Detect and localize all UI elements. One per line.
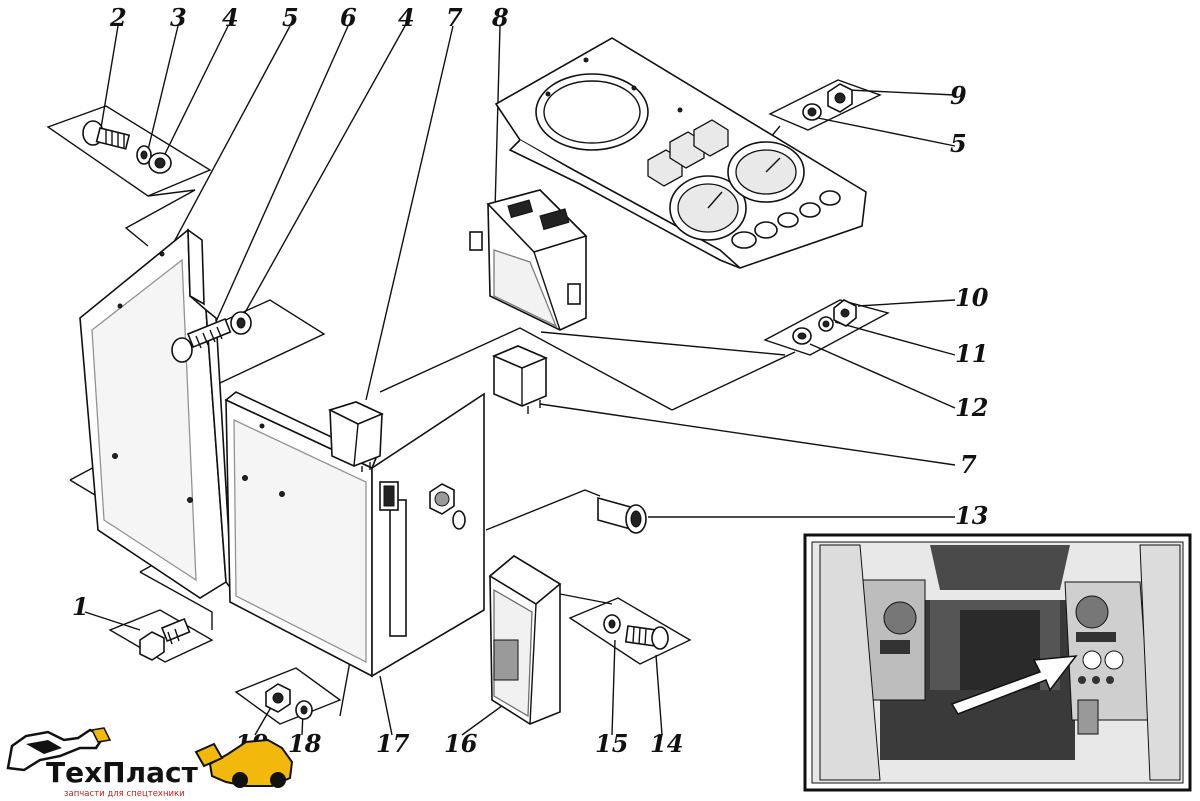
nut-and-washer-top [802, 83, 853, 121]
callout-3: 3 [170, 3, 187, 32]
instrument-panel [494, 37, 867, 269]
side-panel-bracket [79, 228, 233, 599]
callout-11: 11 [955, 339, 988, 368]
callout-17: 17 [376, 729, 410, 758]
screw-washer-set [603, 614, 669, 650]
power-socket [597, 496, 647, 534]
indicator-lamps [731, 190, 841, 249]
control-cabinet-housing [224, 391, 485, 678]
logo-wordmark: ТехПласт [46, 756, 199, 789]
callout-9: 9 [950, 81, 967, 110]
callout-4-top: 4 [222, 3, 239, 32]
callout-16: 16 [444, 729, 478, 758]
relay-module-right [491, 345, 549, 414]
callout-12: 12 [955, 393, 988, 422]
pointer-arrow-icon [950, 655, 1078, 715]
rocker-switches [647, 119, 729, 187]
callout-18: 18 [288, 729, 322, 758]
nut-washer-set [792, 299, 857, 345]
cab-interior-inset [803, 533, 1192, 792]
callout-5-top: 5 [282, 3, 299, 32]
hex-bolt [139, 617, 191, 661]
relay-module [327, 401, 384, 472]
pressure-gauge [669, 175, 747, 241]
callout-2: 2 [109, 3, 127, 32]
callout-5-right: 5 [950, 129, 967, 158]
callout-6: 6 [340, 3, 357, 32]
electronic-control-unit [469, 189, 588, 331]
callout-7-top: 7 [446, 3, 463, 32]
temperature-gauge [727, 141, 805, 203]
bolt-with-washers [82, 120, 172, 174]
callout-4-mid: 4 [398, 3, 415, 32]
screw-with-washer [171, 311, 252, 363]
callout-8: 8 [491, 3, 509, 32]
callout-7-right: 7 [960, 450, 977, 479]
callout-14: 14 [650, 729, 683, 758]
logo-tagline: запчасти для спецтехники [64, 789, 185, 799]
nut-and-washer [265, 683, 313, 720]
techplast-logo: ТехПласт запчасти для спецтехники [6, 727, 294, 799]
fuse-block [488, 555, 562, 725]
callout-15: 15 [595, 729, 628, 758]
callout-1: 1 [72, 592, 89, 621]
callout-10: 10 [955, 283, 989, 312]
callout-13: 13 [955, 501, 988, 530]
